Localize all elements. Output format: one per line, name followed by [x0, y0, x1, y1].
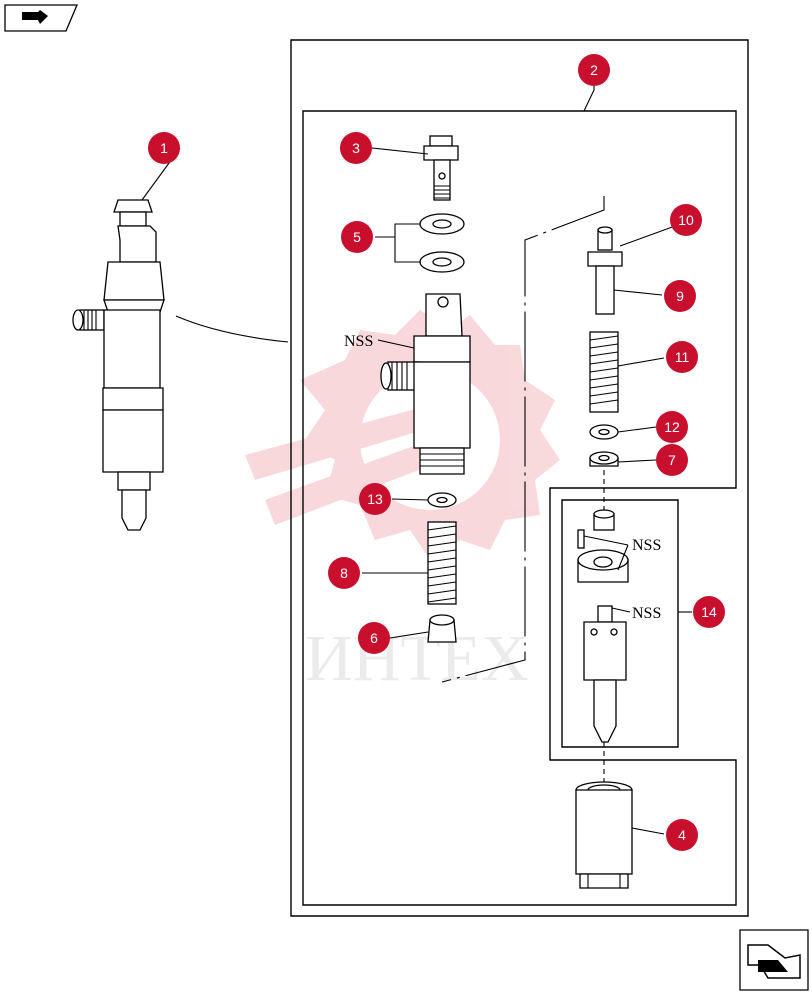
nss-label-body: NSS [344, 333, 373, 350]
callout-2[interactable]: 2 [578, 54, 610, 86]
callout-9-label: 9 [676, 288, 684, 304]
callout-3[interactable]: 3 [340, 132, 372, 164]
shim-washer[interactable] [427, 492, 457, 508]
outer-frame [290, 39, 749, 917]
callout-12[interactable]: 12 [656, 411, 688, 443]
callout-10-label: 10 [678, 212, 694, 228]
nozzle-holder-body[interactable] [380, 293, 471, 475]
callout-3-label: 3 [352, 140, 360, 156]
nozzle-assembly[interactable] [577, 509, 629, 743]
assembly-14-frame [561, 499, 679, 748]
assembly-2-frame [302, 110, 737, 906]
previous-arrow-icon[interactable] [4, 4, 78, 32]
callout-5-label: 5 [353, 229, 361, 245]
callout-13-label: 13 [367, 491, 383, 507]
retaining-nut[interactable] [575, 781, 633, 889]
injector-assembly[interactable] [72, 199, 165, 531]
callout-1-label: 1 [160, 140, 168, 156]
banjo-bolt[interactable] [423, 135, 459, 201]
nss-label-nozzle-top: NSS [632, 537, 661, 554]
callout-2-label: 2 [590, 62, 598, 78]
callout-13[interactable]: 13 [359, 483, 391, 515]
callout-9[interactable]: 9 [664, 280, 696, 312]
sealing-washers[interactable] [419, 213, 465, 273]
spring-seat[interactable] [427, 614, 457, 643]
callout-8-label: 8 [340, 565, 348, 581]
callout-12-label: 12 [664, 419, 680, 435]
callout-8[interactable]: 8 [328, 557, 360, 589]
callout-6[interactable]: 6 [358, 622, 390, 654]
callout-4[interactable]: 4 [666, 819, 698, 851]
callout-6-label: 6 [370, 630, 378, 646]
connector-curve [175, 315, 289, 343]
watermark-text: ИНТЕХ [305, 622, 529, 695]
callout-14[interactable]: 14 [693, 596, 725, 628]
assembly-guide-line [441, 196, 605, 683]
spring-left[interactable] [427, 521, 457, 605]
nss-label-nozzle-body: NSS [632, 605, 661, 622]
callout-7-label: 7 [668, 452, 676, 468]
callout-14-label: 14 [701, 604, 717, 620]
callout-5[interactable]: 5 [341, 221, 373, 253]
spring-right[interactable] [589, 331, 619, 413]
next-arrow-icon[interactable] [739, 929, 809, 991]
callout-4-label: 4 [678, 827, 686, 843]
callout-7[interactable]: 7 [656, 444, 688, 476]
callout-10[interactable]: 10 [670, 204, 702, 236]
callout-11[interactable]: 11 [666, 341, 698, 373]
callout-11-label: 11 [675, 349, 690, 365]
callout-1[interactable]: 1 [148, 132, 180, 164]
adjusting-washers[interactable] [589, 424, 619, 467]
push-rod[interactable] [587, 226, 623, 315]
